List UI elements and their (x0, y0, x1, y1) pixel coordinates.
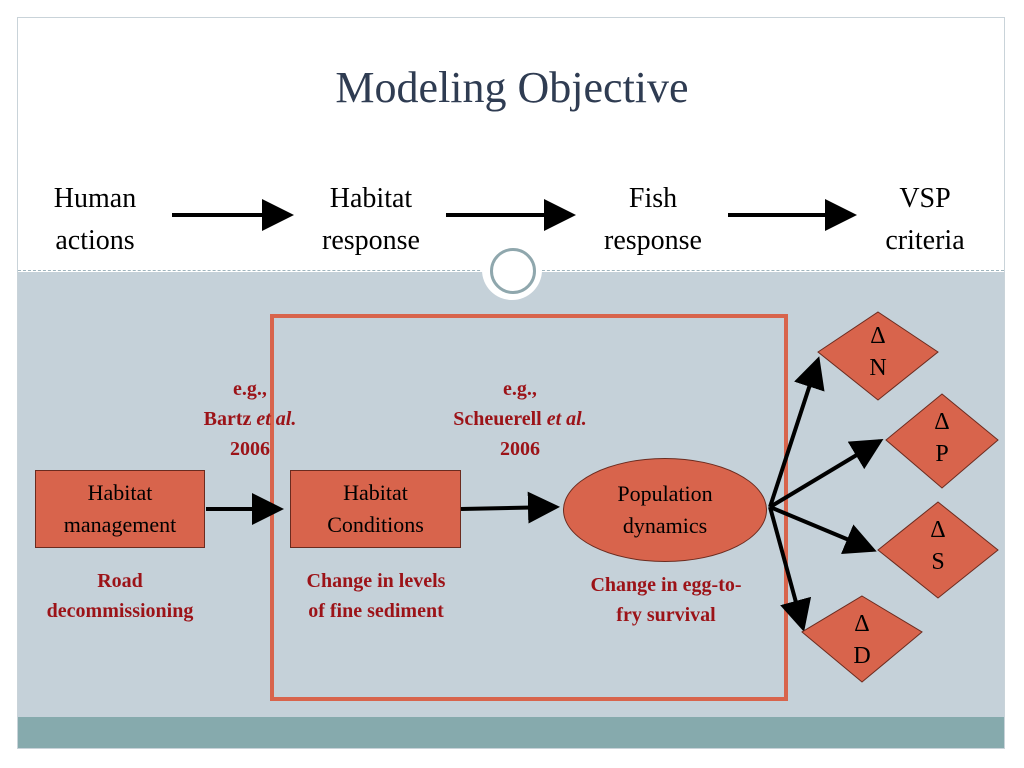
flow-vsp-criteria: VSP criteria (860, 178, 990, 262)
divider-ring (490, 248, 536, 294)
arrow-to-delta-p (768, 438, 884, 509)
flow-line2: actions (55, 225, 135, 256)
citation-eg: e.g., (503, 378, 537, 400)
citation-eg: e.g., (233, 378, 267, 400)
citation-year: 2006 (500, 438, 540, 460)
caption-line1: Change in egg-to- (590, 574, 742, 596)
diamond-delta-s (877, 501, 999, 599)
arrow-to-delta-n (768, 356, 825, 508)
citation-etal: et al. (546, 408, 587, 430)
delta-symbol: Δ (870, 323, 886, 349)
arrow-to-delta-d (768, 506, 812, 632)
delta-symbol: Δ (930, 517, 946, 543)
caption-line1: Road (97, 570, 143, 592)
arrow-to-delta-s (769, 505, 877, 554)
citation-author: Bartz (203, 408, 252, 430)
citation-scheuerell: e.g., Scheuerell et al. 2006 (420, 374, 620, 464)
citation-author: Scheuerell (453, 408, 542, 430)
caption-line2: decommissioning (46, 600, 194, 622)
flow-habitat-response: Habitat response (300, 178, 442, 262)
caption-egg-to-fry-survival: Change in egg-to- fry survival (560, 570, 772, 630)
node-line2: Conditions (327, 512, 424, 537)
flow-line1: Habitat (329, 183, 413, 214)
diamond-delta-p (885, 393, 999, 489)
caption-line2: of fine sediment (308, 600, 444, 622)
diamond-delta-d (801, 595, 923, 683)
arrow-conditions-to-population (460, 491, 560, 524)
caption-road-decommissioning: Road decommissioning (20, 566, 220, 626)
flow-line1: Human (53, 183, 137, 214)
node-line1: Habitat (343, 480, 408, 505)
caption-line2: fry survival (616, 604, 716, 626)
delta-letter: S (931, 549, 945, 575)
delta-letter: D (853, 643, 871, 669)
caption-line1: Change in levels (306, 570, 446, 592)
delta-s-label: Δ S (908, 514, 968, 578)
diamond-delta-n (817, 311, 939, 401)
delta-d-label: Δ D (832, 608, 892, 672)
node-habitat-conditions: Habitat Conditions (290, 470, 461, 548)
slide-frame (17, 17, 1005, 749)
delta-symbol: Δ (934, 409, 950, 435)
caption-fine-sediment: Change in levels of fine sediment (280, 566, 472, 626)
delta-letter: N (869, 355, 887, 381)
flow-line2: criteria (885, 225, 965, 256)
node-line2: dynamics (622, 513, 708, 538)
delta-letter: P (935, 441, 949, 467)
delta-symbol: Δ (854, 611, 870, 637)
node-line1: Habitat (87, 480, 153, 505)
footer-bar (18, 717, 1004, 748)
node-habitat-management: Habitat management (35, 470, 205, 548)
flow-line1: VSP (899, 183, 951, 214)
flow-fish-response: Fish response (582, 178, 724, 262)
citation-bartz: e.g., Bartz et al. 2006 (175, 374, 325, 464)
citation-etal: et al. (256, 408, 297, 430)
delta-n-label: Δ N (848, 320, 908, 384)
flow-line2: response (322, 225, 420, 256)
citation-year: 2006 (230, 438, 270, 460)
flow-human-actions: Human actions (30, 178, 160, 262)
node-population-dynamics: Population dynamics (563, 458, 767, 562)
delta-p-label: Δ P (912, 406, 972, 470)
page-title: Modeling Objective (335, 63, 689, 112)
node-line2: management (63, 512, 177, 537)
flow-line1: Fish (628, 183, 678, 214)
node-line1: Population (617, 481, 713, 506)
flow-line2: response (604, 225, 702, 256)
